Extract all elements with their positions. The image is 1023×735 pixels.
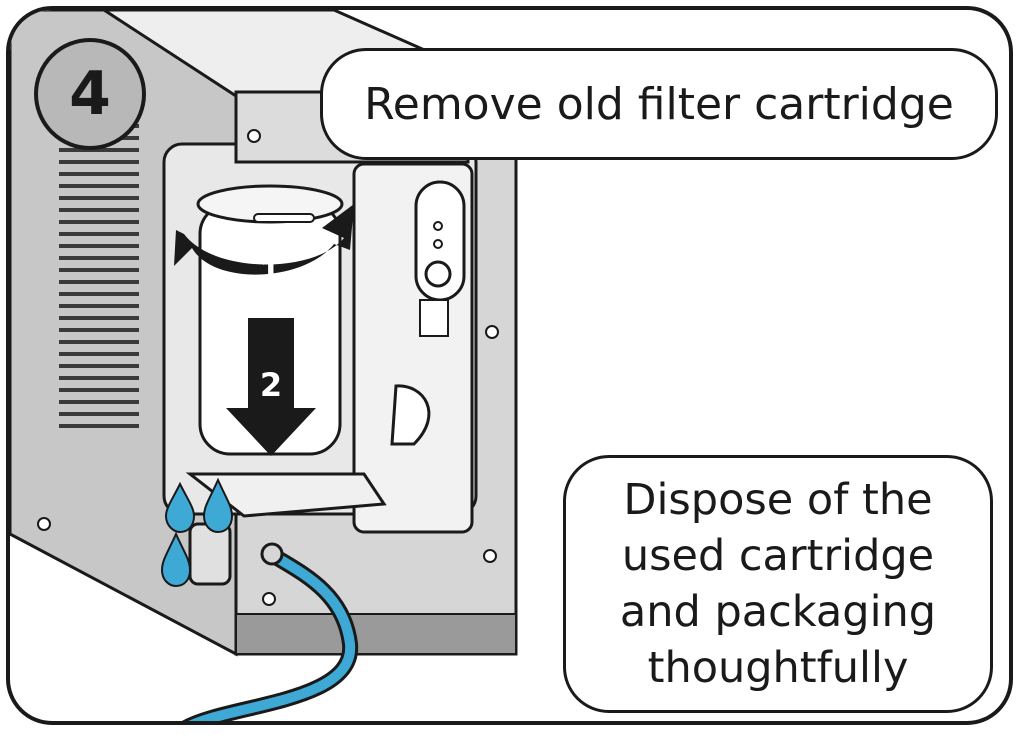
- hose-connector: [260, 542, 284, 566]
- disposal-text-line: thoughtfully: [647, 643, 909, 693]
- instruction-text: Remove old filter cartridge: [364, 78, 954, 130]
- front-screw: [483, 549, 497, 563]
- valve-lever: [390, 384, 431, 446]
- front-base-grille: [235, 613, 517, 655]
- down-arrow-label: 2: [260, 366, 282, 404]
- rotate-arrow-label: 1: [260, 255, 281, 290]
- front-screw: [262, 592, 276, 606]
- instruction-callout: Remove old filter cartridge: [320, 48, 998, 160]
- disposal-text-line: used cartridge: [621, 531, 935, 581]
- side-screw: [37, 517, 51, 531]
- cartridge-slot: [253, 213, 315, 223]
- water-drop-icon: [202, 477, 234, 534]
- front-screw: [485, 325, 499, 339]
- water-drop-icon: [160, 531, 192, 588]
- step-number-badge: 4: [34, 38, 146, 150]
- hose-fill: [188, 551, 356, 721]
- down-arrow-icon: [226, 318, 316, 456]
- disposal-text-line: and packaging: [619, 587, 937, 637]
- indicator-light: [433, 221, 443, 231]
- control-button: [424, 260, 452, 288]
- front-screw: [247, 129, 261, 143]
- indicator-light: [433, 239, 443, 249]
- disposal-callout: Dispose of the used cartridge and packag…: [563, 455, 993, 713]
- illustration-frame: 1 2 4 Remove old filter cartridge Dispos…: [6, 6, 1013, 725]
- water-drop-icon: [164, 481, 196, 534]
- label-plate: [419, 299, 449, 337]
- water-cooler-illustration: 1 2: [10, 10, 525, 721]
- water-fitting: [188, 522, 232, 586]
- disposal-text-line: Dispose of the: [623, 475, 933, 525]
